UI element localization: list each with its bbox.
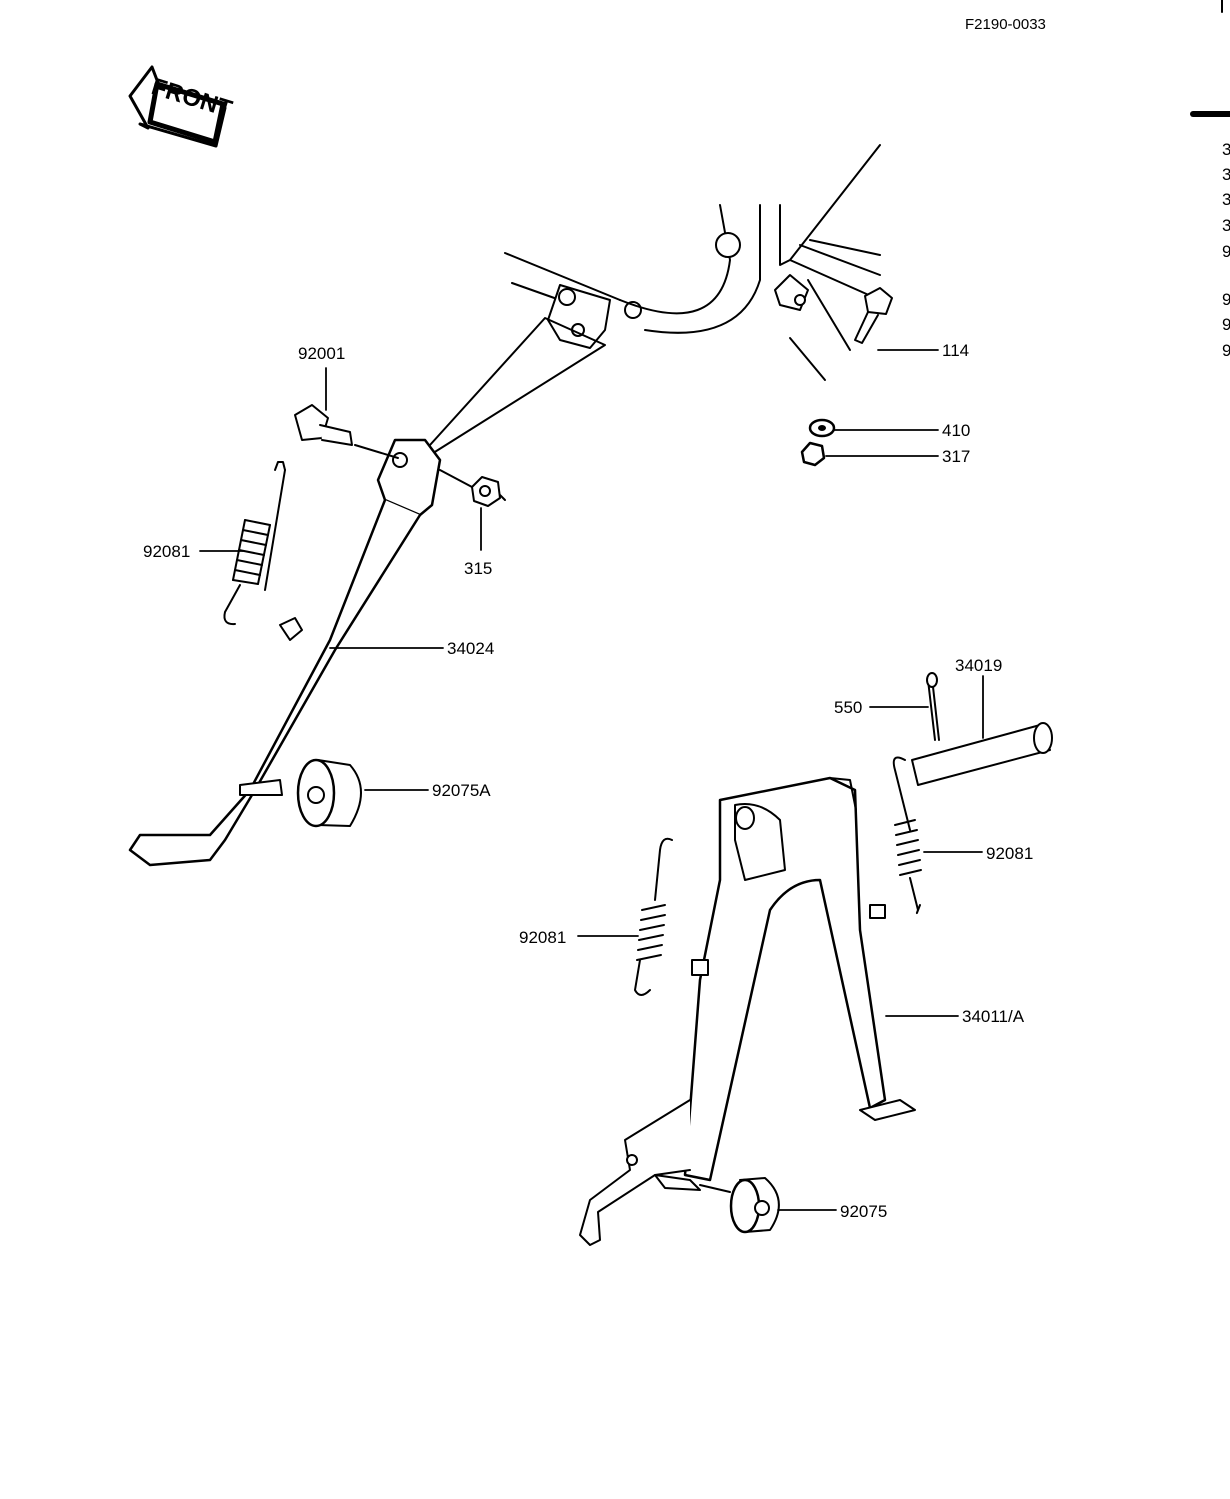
spring-92081-left — [634, 837, 673, 996]
callout-92081-side: 92081 — [143, 542, 191, 561]
edge-fragment: 9 — [1222, 341, 1230, 360]
spring-92081-side — [223, 461, 286, 626]
washer-410 — [808, 418, 836, 438]
callout-92081-left: 92081 — [519, 928, 567, 947]
bolt-114 — [854, 287, 893, 344]
edge-fragment: 9 — [1222, 290, 1230, 309]
callout-92075: 92075 — [840, 1202, 888, 1221]
callout-315: 315 — [464, 559, 493, 578]
edge-fragment: 3 — [1222, 140, 1230, 159]
callout-92001: 92001 — [298, 344, 346, 363]
edge-fragment: 3 — [1222, 165, 1230, 184]
pin-34019 — [911, 722, 1053, 786]
callout-550: 550 — [834, 698, 863, 717]
center-stand — [579, 776, 916, 1246]
spring-92081-right — [892, 756, 922, 915]
callout-92081-right: 92081 — [986, 844, 1034, 863]
rubber-92075 — [699, 1177, 780, 1234]
cotter-pin-550 — [926, 672, 940, 741]
edge-fragment: 9 — [1222, 242, 1230, 261]
nut-315 — [439, 469, 506, 507]
document-code: F2190-0033 — [965, 16, 1046, 33]
edge-fragment: 3 — [1222, 190, 1230, 209]
callout-34019: 34019 — [955, 656, 1003, 675]
callout-92075A: 92075A — [432, 781, 491, 800]
frame-structure — [429, 144, 881, 456]
callout-34011A: 34011/A — [962, 1007, 1025, 1026]
bolt-92001 — [294, 404, 399, 459]
side-stand — [128, 438, 442, 867]
edge-fragment: 3 — [1222, 216, 1230, 235]
leader-lines — [199, 349, 984, 1211]
callout-317: 317 — [942, 447, 971, 466]
rubber-92075A — [296, 758, 362, 828]
nut-317 — [800, 441, 826, 467]
callout-410: 410 — [942, 421, 971, 440]
callout-114: 114 — [942, 341, 970, 360]
edge-fragment: 9 — [1222, 315, 1230, 334]
front-arrow-icon: FRONT — [128, 65, 236, 148]
callout-34024: 34024 — [447, 639, 495, 658]
